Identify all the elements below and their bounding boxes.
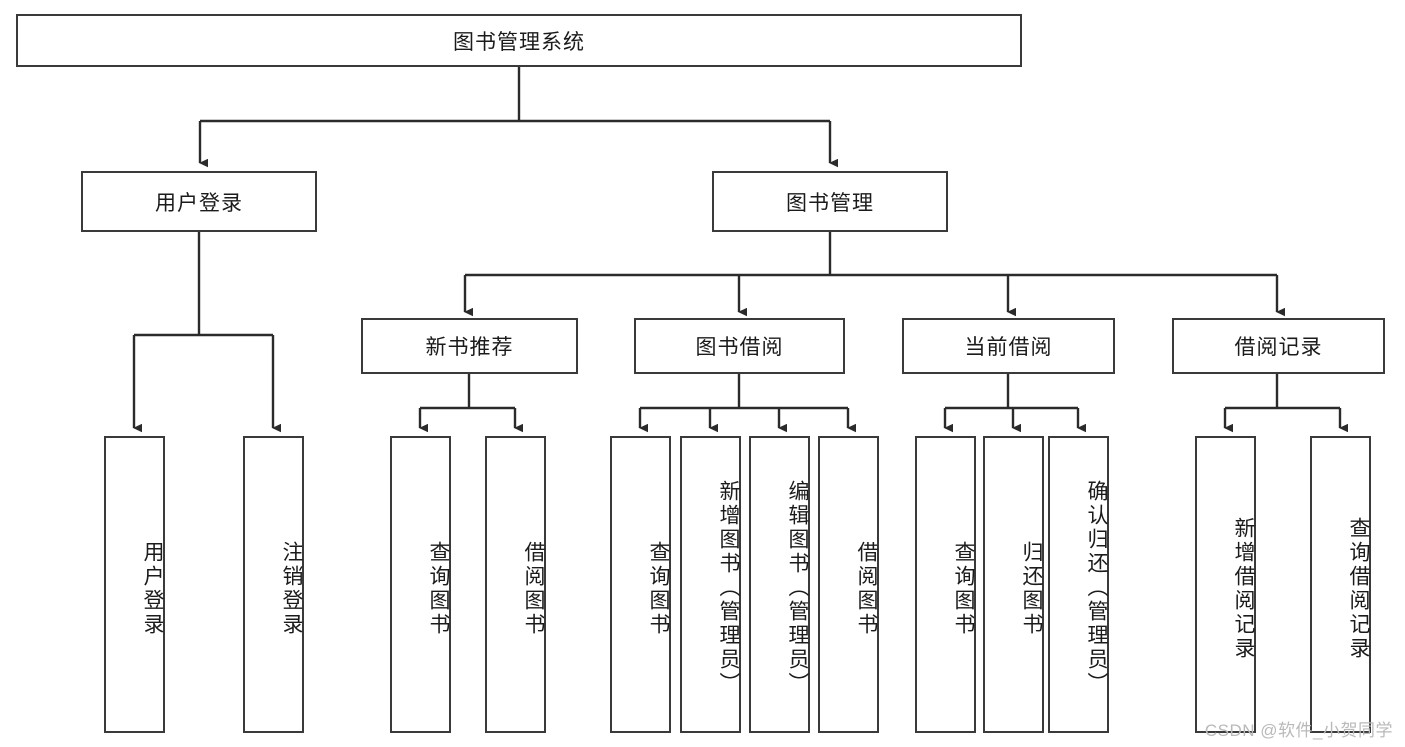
- leaf-logout-label: 注销登录: [280, 540, 303, 637]
- leaf-logout[interactable]: 注销登录: [243, 436, 304, 733]
- node-root[interactable]: 图书管理系统: [16, 14, 1022, 67]
- leaf-confirm-return-label: 确认归还（管理员）: [1085, 479, 1108, 696]
- node-current-borrow-label: 当前借阅: [964, 336, 1053, 359]
- leaf-edit-book-label: 编辑图书（管理员）: [786, 479, 809, 696]
- leaf-query-book-2[interactable]: 查询图书: [610, 436, 671, 733]
- leaf-query-book-3[interactable]: 查询图书: [915, 436, 976, 733]
- node-current-borrow[interactable]: 当前借阅: [902, 318, 1115, 374]
- leaf-edit-book[interactable]: 编辑图书（管理员）: [749, 436, 810, 733]
- leaf-borrow-book-2-label: 借阅图书: [855, 540, 878, 637]
- node-new-book-recommend[interactable]: 新书推荐: [361, 318, 578, 374]
- leaf-query-book-3-label: 查询图书: [952, 540, 975, 637]
- leaf-query-record[interactable]: 查询借阅记录: [1310, 436, 1371, 733]
- node-new-book-recommend-label: 新书推荐: [425, 336, 514, 359]
- leaf-user-login-label: 用户登录: [141, 540, 164, 637]
- leaf-borrow-book-1-label: 借阅图书: [522, 540, 545, 637]
- leaf-query-record-label: 查询借阅记录: [1347, 516, 1370, 661]
- leaf-add-book[interactable]: 新增图书（管理员）: [680, 436, 741, 733]
- node-book-manage-label: 图书管理: [786, 191, 874, 215]
- leaf-borrow-book-1[interactable]: 借阅图书: [485, 436, 546, 733]
- leaf-add-book-label: 新增图书（管理员）: [717, 479, 740, 696]
- node-user-login[interactable]: 用户登录: [81, 171, 317, 232]
- node-book-borrow-label: 图书借阅: [695, 336, 784, 359]
- leaf-borrow-book-2[interactable]: 借阅图书: [818, 436, 879, 733]
- leaf-confirm-return[interactable]: 确认归还（管理员）: [1048, 436, 1109, 733]
- node-book-manage[interactable]: 图书管理: [712, 171, 948, 232]
- leaf-add-record[interactable]: 新增借阅记录: [1195, 436, 1256, 733]
- leaf-add-record-label: 新增借阅记录: [1232, 516, 1255, 661]
- node-book-borrow[interactable]: 图书借阅: [634, 318, 845, 374]
- csdn-watermark: CSDN @软件_小贺同学: [1204, 721, 1393, 740]
- node-borrow-record-label: 借阅记录: [1234, 336, 1323, 359]
- node-borrow-record[interactable]: 借阅记录: [1172, 318, 1385, 374]
- leaf-return-book-label: 归还图书: [1020, 540, 1043, 637]
- leaf-user-login[interactable]: 用户登录: [104, 436, 165, 733]
- leaf-query-book-2-label: 查询图书: [647, 540, 670, 637]
- leaf-return-book[interactable]: 归还图书: [983, 436, 1044, 733]
- leaf-query-book-1[interactable]: 查询图书: [390, 436, 451, 733]
- node-root-label: 图书管理系统: [453, 30, 585, 54]
- node-user-login-label: 用户登录: [155, 191, 243, 215]
- leaf-query-book-1-label: 查询图书: [427, 540, 450, 637]
